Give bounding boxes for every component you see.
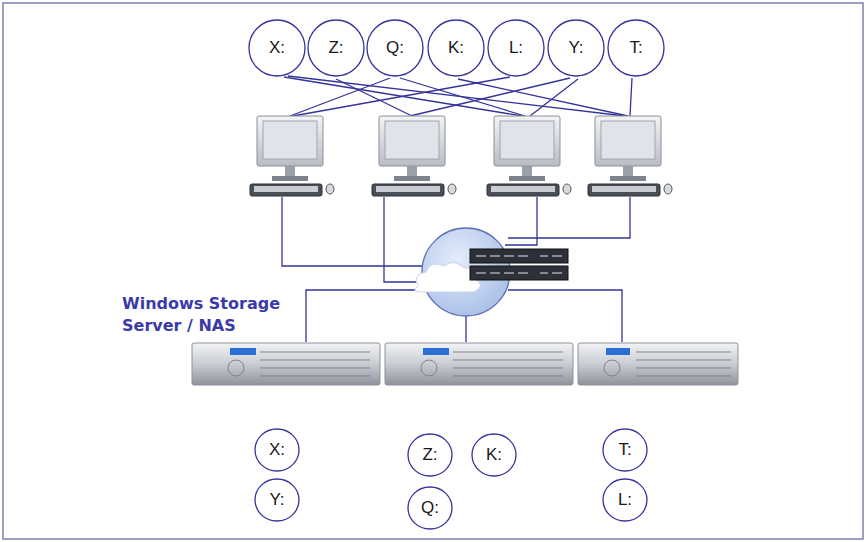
drive-circle: K:: [471, 433, 517, 477]
drive-letter: Z:: [328, 38, 343, 58]
drive-circle: Q:: [366, 19, 424, 77]
drive-letter: X:: [269, 440, 285, 460]
drive-letter: Z:: [422, 445, 437, 465]
drive-circle: K:: [427, 19, 485, 77]
drive-letter: L:: [618, 490, 632, 510]
storage-label: Windows Storage Server / NAS: [122, 293, 302, 337]
drive-letter: Q:: [421, 498, 439, 518]
drive-letter: L:: [509, 38, 523, 58]
drive-circle: L:: [487, 19, 545, 77]
drive-circle: T:: [607, 19, 665, 77]
drive-letter: X:: [269, 38, 285, 58]
drive-circle: Y:: [254, 478, 300, 522]
drive-circle: Z:: [307, 19, 365, 77]
drive-circle: X:: [248, 19, 306, 77]
drive-circle: Y:: [547, 19, 605, 77]
drive-letter: Q:: [386, 38, 404, 58]
drive-circle: Z:: [407, 433, 453, 477]
drive-circle: L:: [602, 478, 648, 522]
drive-circle: Q:: [407, 486, 453, 530]
drive-letter: Y:: [568, 38, 583, 58]
drive-letter: Y:: [269, 490, 284, 510]
drive-letter: K:: [448, 38, 464, 58]
drive-circle: T:: [602, 428, 648, 472]
drive-letter: T:: [629, 38, 642, 58]
drive-letter: K:: [486, 445, 502, 465]
drive-circle: X:: [254, 428, 300, 472]
drive-letter: T:: [618, 440, 631, 460]
